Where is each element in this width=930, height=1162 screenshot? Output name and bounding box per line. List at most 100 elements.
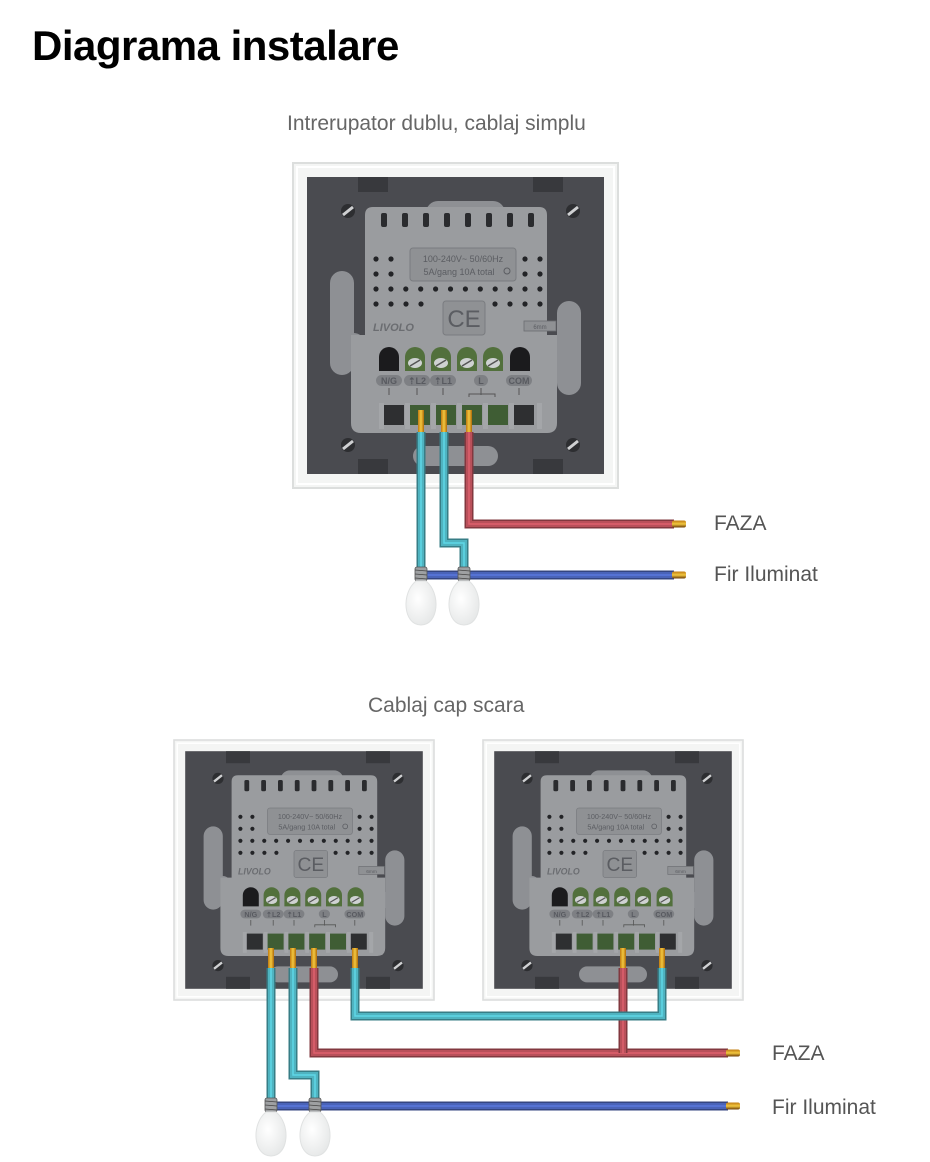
- vent: [637, 780, 643, 792]
- copper-lead: [441, 410, 447, 434]
- vent-hole: [418, 286, 424, 292]
- vent-hole: [678, 838, 683, 843]
- vent-hole: [507, 286, 513, 292]
- traveller-wire: [350, 968, 667, 1021]
- terminal-label-bg: [571, 909, 593, 919]
- vent-hole: [547, 838, 552, 843]
- vent-hole: [274, 850, 279, 855]
- vent-hole: [492, 301, 498, 307]
- strip-gauge-text: 6mm: [533, 325, 546, 331]
- vent-hole: [357, 850, 362, 855]
- vent-hole: [373, 286, 379, 292]
- vent: [486, 213, 492, 227]
- screw-icon: [392, 960, 404, 972]
- terminal-label-l: L: [631, 910, 636, 919]
- vent-hole: [250, 838, 255, 843]
- vent: [671, 780, 676, 792]
- vent-hole: [238, 814, 243, 819]
- vent: [654, 780, 659, 792]
- ce-box: [442, 300, 486, 336]
- vent: [444, 213, 450, 227]
- vent-hole: [571, 838, 576, 843]
- light-bulb-icon: [448, 566, 480, 626]
- vent-hole: [559, 826, 564, 831]
- spec-line-2: 5A/gang 10A total: [278, 823, 335, 832]
- diagram1-light-label: Fir Iluminat: [714, 563, 818, 586]
- strip-gauge-text: 6mm: [675, 869, 686, 875]
- vent: [381, 213, 387, 227]
- vent: [362, 780, 367, 792]
- vent-hole: [595, 838, 600, 843]
- vent: [402, 213, 408, 227]
- vent: [570, 780, 575, 792]
- vent-hole: [559, 850, 564, 855]
- vent-hole: [373, 256, 379, 262]
- diagram2-phase-label: FAZA: [772, 1042, 825, 1065]
- terminal-block: [350, 933, 367, 950]
- spec-line-1: 100-240V~ 50/60Hz: [278, 812, 343, 821]
- ce-mark: CE: [606, 855, 633, 876]
- mount-slot: [579, 966, 647, 983]
- terminal-hole: [551, 887, 568, 907]
- terminal-block: [659, 933, 676, 950]
- vent-hole: [547, 814, 552, 819]
- vent-hole: [433, 286, 439, 292]
- terminal-hole: [510, 347, 530, 371]
- vent-hole: [654, 850, 659, 855]
- terminal-block: [288, 933, 305, 950]
- terminal-label-bg: [283, 909, 305, 919]
- vent: [261, 780, 266, 792]
- vent-hole: [309, 838, 314, 843]
- light-bulb-icon: [405, 566, 437, 626]
- vent-hole: [357, 838, 362, 843]
- terminal-label-bg: [344, 909, 366, 919]
- vent-hole: [630, 838, 635, 843]
- vent-hole: [369, 838, 374, 843]
- vent-hole: [403, 286, 409, 292]
- vent: [345, 780, 350, 792]
- vent: [423, 213, 429, 227]
- phase-wire-2: [309, 968, 728, 1058]
- light-bulb-icon: [299, 1097, 331, 1157]
- vent: [294, 780, 300, 792]
- screw-icon: [212, 772, 224, 784]
- terminal-label-l1: ⇡L1: [434, 376, 452, 386]
- vent: [278, 780, 283, 792]
- copper-lead: [620, 948, 626, 970]
- vent-hole: [642, 838, 647, 843]
- vent-hole: [250, 814, 255, 819]
- terminal-label-l1: ⇡L1: [287, 910, 301, 919]
- vent-hole: [238, 850, 243, 855]
- screw-icon: [701, 960, 713, 972]
- vent: [311, 780, 317, 792]
- spec-line-2: 5A/gang 10A total: [587, 823, 644, 832]
- terminal-block: [639, 933, 655, 950]
- vent-hole: [547, 850, 552, 855]
- copper-lead: [268, 948, 274, 970]
- strip-gauge: [523, 320, 557, 332]
- vent-hole: [666, 850, 671, 855]
- terminal-label-bg: [318, 909, 330, 919]
- ce-mark: CE: [447, 306, 480, 333]
- vent: [507, 213, 513, 227]
- vent-hole: [618, 838, 623, 843]
- terminal-label-n-g: N/G: [381, 376, 397, 386]
- vent-hole: [373, 301, 379, 307]
- vent-hole: [547, 826, 552, 831]
- diagram2-light-label: Fir Iluminat: [772, 1096, 876, 1119]
- spec-line-2: 5A/gang 10A total: [423, 267, 494, 277]
- vent-hole: [654, 838, 659, 843]
- terminal-label-bg: [592, 909, 614, 919]
- terminal-label-l: L: [322, 910, 327, 919]
- strip-gauge: [667, 866, 694, 875]
- page-title: Diagrama instalare: [32, 22, 399, 69]
- terminal-label-bg: [474, 375, 488, 386]
- vent-hole: [345, 838, 350, 843]
- terminal-label-l1: ⇡L1: [596, 910, 610, 919]
- vent-hole: [507, 301, 513, 307]
- neutral-wire-2-end: [726, 1102, 740, 1110]
- vent-hole: [537, 286, 543, 292]
- diagram1-subtitle: Intrerupator dublu, cablaj simplu: [287, 112, 586, 135]
